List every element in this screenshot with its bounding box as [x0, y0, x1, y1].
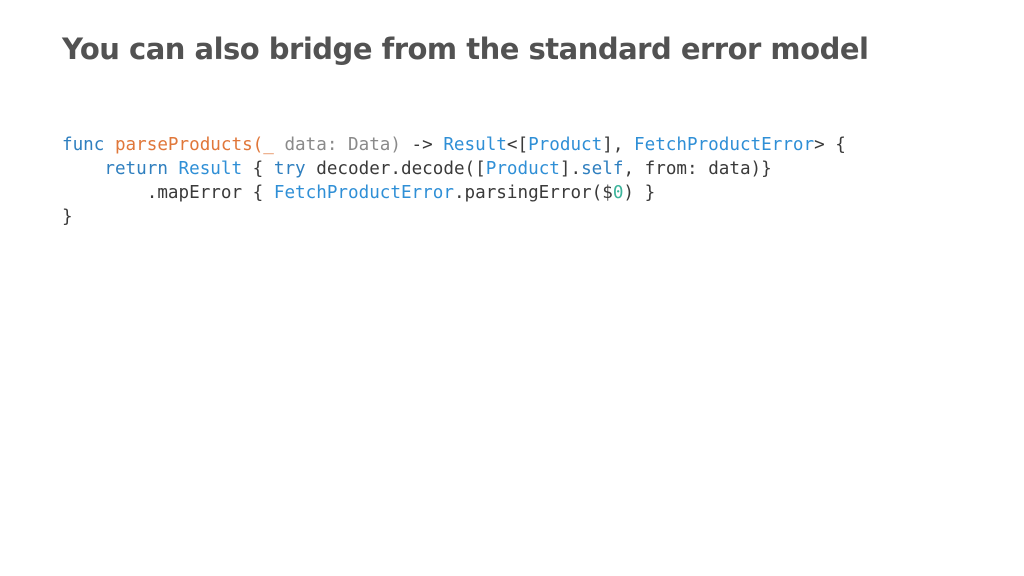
code-token: [104, 135, 115, 155]
code-line: return Result { try decoder.decode([Prod…: [62, 157, 846, 181]
code-token: , from: data)}: [623, 159, 772, 179]
code-token: data: Data): [273, 135, 401, 155]
code-token: .mapError {: [62, 183, 274, 203]
code-token: <[: [506, 135, 529, 155]
code-token: {: [242, 159, 274, 179]
code-token: Result: [178, 159, 243, 179]
slide-title: You can also bridge from the standard er…: [62, 32, 869, 66]
code-token: FetchProductError: [273, 183, 454, 203]
code-block: func parseProducts(_ data: Data) -> Resu…: [62, 133, 846, 229]
code-token: }: [62, 207, 73, 227]
code-token: [62, 159, 104, 179]
code-token: ) }: [623, 183, 656, 203]
code-token: return: [104, 159, 168, 179]
code-token: self: [581, 159, 624, 179]
code-line: func parseProducts(_ data: Data) -> Resu…: [62, 133, 846, 157]
code-token: parseProducts(_: [114, 135, 274, 155]
code-token: Product: [485, 159, 560, 179]
code-line: }: [62, 205, 846, 229]
code-token: .parsingError($: [453, 183, 613, 203]
code-token: decoder.decode([: [305, 159, 486, 179]
code-token: FetchProductError: [634, 135, 815, 155]
code-token: [168, 159, 179, 179]
code-token: ->: [400, 135, 444, 155]
code-line: .mapError { FetchProductError.parsingErr…: [62, 181, 846, 205]
code-token: ],: [602, 135, 635, 155]
code-token: ].: [559, 159, 582, 179]
code-token: Result: [443, 135, 507, 155]
code-token: Product: [528, 135, 603, 155]
code-token: 0: [612, 183, 624, 203]
code-token: > {: [814, 135, 846, 155]
code-token: try: [273, 159, 306, 179]
code-token: func: [62, 135, 105, 155]
